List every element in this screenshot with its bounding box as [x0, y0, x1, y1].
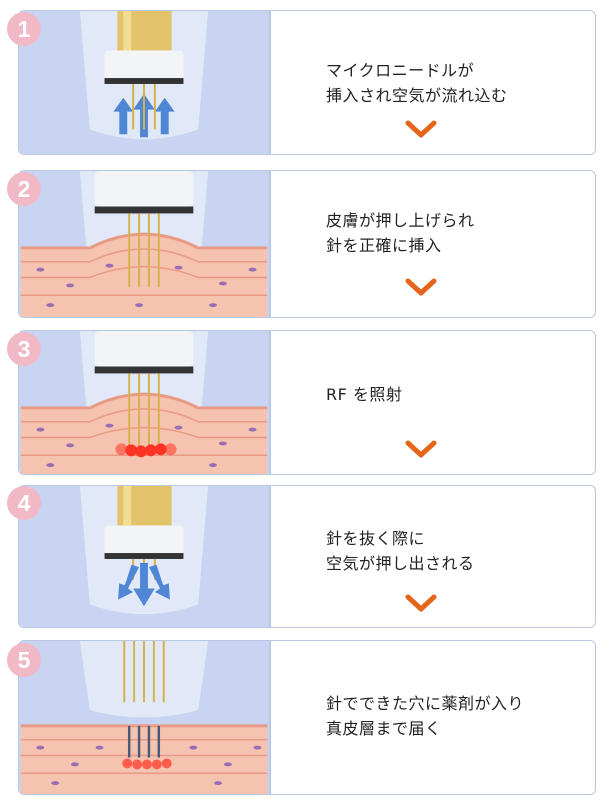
step-5: 5 針でできた穴に薬剤が入り 真皮層まで届く	[0, 635, 614, 800]
step-number-badge: 3	[7, 332, 41, 366]
description-line: 空気が押し出される	[326, 554, 475, 573]
description-line: 挿入され空気が流れ込む	[326, 86, 508, 105]
rf-heat-icon	[122, 758, 172, 770]
step-panel	[18, 485, 596, 628]
device-air-inflow-illustration	[79, 11, 209, 140]
description-line: 皮膚が押し上げられ	[326, 211, 475, 230]
description-line: 真皮層まで届く	[326, 719, 442, 738]
step-3: 3 RF を照射	[0, 320, 614, 480]
step-number-badge: 5	[7, 643, 41, 677]
panel-divider	[269, 331, 271, 474]
panel-divider	[269, 11, 271, 154]
step-panel	[18, 640, 596, 795]
drug-penetration-illustration	[20, 641, 268, 794]
step-description: 針でできた穴に薬剤が入り 真皮層まで届く	[326, 691, 576, 741]
step-illustration	[19, 486, 269, 627]
step-panel	[18, 10, 596, 155]
panel-divider	[269, 641, 271, 794]
step-description: 皮膚が押し上げられ 針を正確に挿入	[326, 208, 576, 258]
air-arrow-icon	[118, 562, 170, 607]
step-number-badge: 4	[7, 486, 41, 520]
rf-heat-icon	[115, 443, 177, 458]
chevron-down-icon	[405, 120, 437, 138]
chevron-down-icon	[405, 440, 437, 458]
step-panel	[18, 330, 596, 475]
step-1: 1 マイクロニードルが 挿入され空気が流れ込む	[0, 0, 614, 160]
rf-irradiation-illustration	[20, 331, 268, 474]
description-line: RF を照射	[326, 385, 403, 404]
step-description: 針を抜く際に 空気が押し出される	[326, 526, 576, 576]
panel-divider	[269, 486, 271, 627]
description-line: 針を正確に挿入	[326, 236, 442, 255]
step-illustration	[19, 11, 269, 154]
chevron-down-icon	[405, 278, 437, 296]
step-4: 4 針を抜く際に 空気が押し出される	[0, 480, 614, 635]
description-line: 針を抜く際に	[326, 529, 426, 548]
description-line: マイクロニードルが	[326, 61, 475, 80]
step-number-badge: 2	[7, 172, 41, 206]
step-number-badge: 1	[7, 12, 41, 46]
step-illustration	[19, 171, 269, 317]
step-description: RF を照射	[326, 382, 576, 407]
step-panel	[18, 170, 596, 318]
step-illustration	[19, 641, 269, 794]
description-line: 針でできた穴に薬剤が入り	[326, 694, 525, 713]
panel-divider	[269, 171, 271, 317]
step-description: マイクロニードルが 挿入され空気が流れ込む	[326, 58, 576, 108]
skin-lift-needle-insertion-illustration	[20, 171, 268, 317]
step-2: 2 皮膚が押し上げられ 針を正確に挿入	[0, 160, 614, 320]
chevron-down-icon	[405, 594, 437, 612]
device-air-outflow-illustration	[79, 486, 209, 615]
step-illustration	[19, 331, 269, 474]
